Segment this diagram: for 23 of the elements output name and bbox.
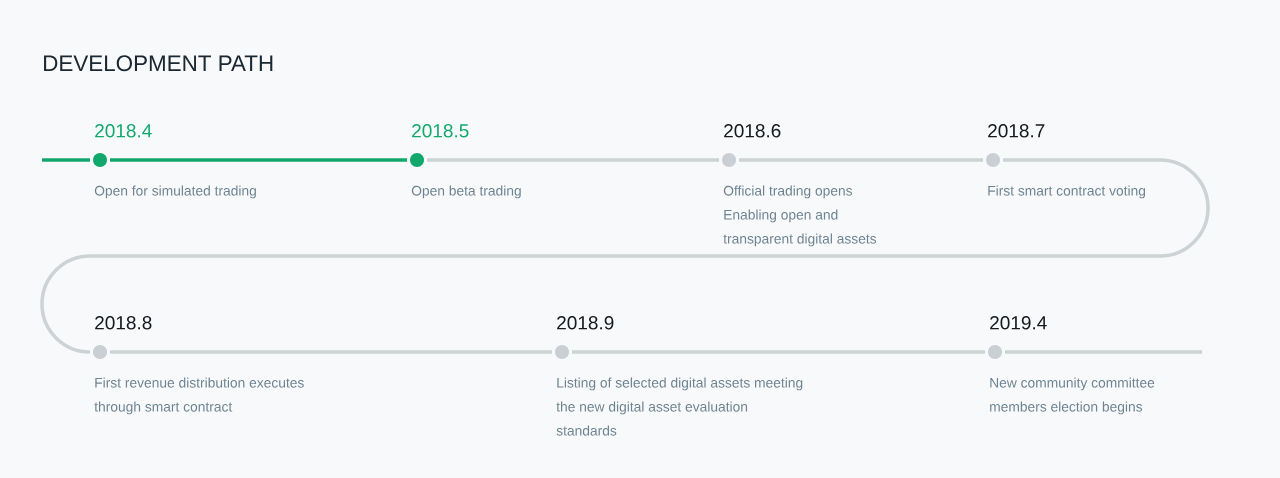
milestone-text: Official trading opens Enabling open and transparent digital assets: [723, 185, 877, 247]
heading: DEVELOPMENT PATH: [44, 55, 273, 72]
milestone-text: New community committee members election begins: [990, 377, 1155, 415]
timeline-line: [572, 350, 985, 354]
date-label: 2018.8: [95, 316, 152, 330]
milestone-text: Open beta trading: [411, 185, 521, 199]
timeline-line: [110, 350, 552, 354]
timeline-line: [42, 158, 90, 162]
milestone-text: Open for simulated trading: [94, 185, 256, 199]
date-label: 2018.9: [557, 316, 614, 330]
timeline-line: [427, 158, 719, 162]
timeline-line: [110, 158, 407, 162]
milestone-text: Listing of selected digital assets meeting the new digital asset evaluation standards: [556, 377, 803, 436]
date-label: 2018.7: [988, 124, 1045, 138]
date-label: 2018.4: [95, 124, 152, 138]
date-label: 2019.4: [990, 316, 1047, 330]
timeline-line: [739, 158, 983, 162]
date-label: 2018.6: [724, 124, 781, 138]
milestone-text: First revenue distribution executes through smart contract: [94, 377, 304, 415]
timeline-line: [40, 158, 1210, 354]
milestone-text: First smart contract voting: [988, 185, 1146, 199]
timeline-line: [1005, 350, 1202, 354]
date-label: 2018.5: [412, 124, 469, 138]
